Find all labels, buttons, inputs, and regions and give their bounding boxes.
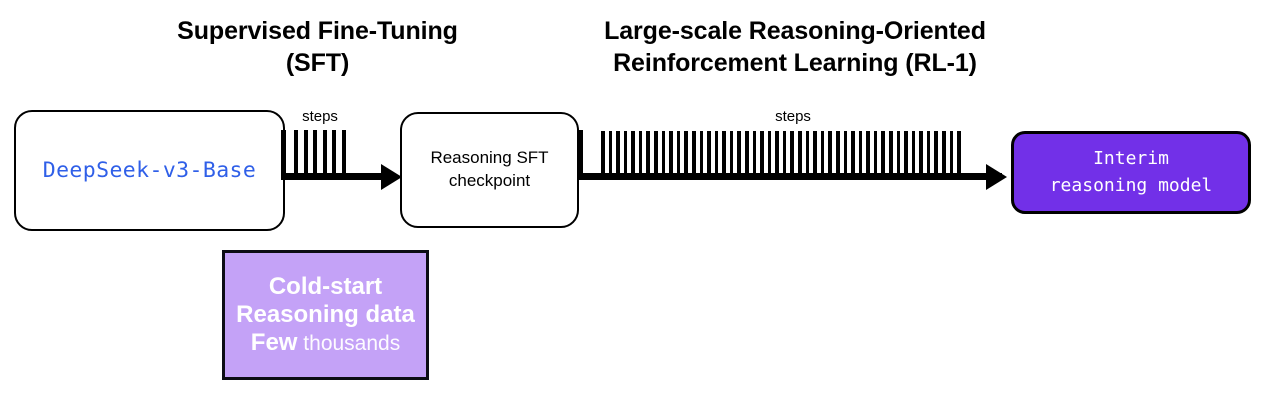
step-tick	[926, 131, 931, 176]
stage-heading-sft: Supervised Fine-Tuning (SFT)	[177, 17, 458, 77]
node-deepseek-v3-base: DeepSeek-v3-Base	[14, 110, 285, 231]
step-tick	[623, 131, 628, 176]
step-tick	[631, 131, 635, 176]
cold-start-line-3-weak: thousands	[297, 332, 401, 356]
step-tick	[303, 130, 308, 176]
step-tick	[616, 131, 620, 176]
step-tick	[790, 131, 795, 176]
step-tick	[957, 131, 961, 176]
step-tick	[638, 131, 643, 176]
step-tick	[866, 131, 870, 176]
rl-step-ticks	[601, 131, 961, 176]
step-tick	[714, 131, 719, 176]
step-tick	[752, 131, 757, 176]
step-tick	[911, 131, 916, 176]
step-tick	[873, 131, 878, 176]
step-tick	[858, 131, 863, 176]
step-tick	[904, 131, 908, 176]
step-tick	[691, 131, 696, 176]
rl-arrow-shaft	[578, 173, 1002, 180]
step-tick	[332, 130, 337, 176]
sft-arrow-shaft	[281, 173, 393, 180]
step-tick	[341, 130, 346, 176]
step-tick	[669, 131, 673, 176]
step-tick	[813, 131, 817, 176]
step-tick	[798, 131, 802, 176]
step-tick	[851, 131, 855, 176]
node-reasoning-sft-checkpoint-label: Reasoning SFT checkpoint	[430, 148, 549, 190]
rl-steps-label: steps	[775, 108, 811, 125]
node-deepseek-v3-base-label: DeepSeek-v3-Base	[42, 158, 257, 183]
sft-arrow-head-icon	[381, 163, 402, 190]
step-tick	[888, 131, 893, 176]
node-cold-start-reasoning-data: Cold-start Reasoning data Few thousands	[222, 250, 429, 380]
step-tick	[942, 131, 946, 176]
step-tick	[722, 131, 726, 176]
step-tick	[934, 131, 939, 176]
rl-arrow-head-icon	[986, 163, 1007, 190]
cold-start-line-1: Cold-start	[268, 272, 383, 300]
step-tick	[767, 131, 772, 176]
step-tick	[805, 131, 810, 176]
step-tick	[322, 130, 327, 176]
step-tick	[676, 131, 681, 176]
step-tick	[729, 131, 734, 176]
cold-start-line-3-strong: Few	[250, 329, 298, 357]
step-tick	[737, 131, 741, 176]
cold-start-line-3: Few thousands	[251, 329, 400, 357]
step-tick	[294, 130, 298, 176]
node-interim-reasoning-model: Interim reasoning model	[1011, 131, 1251, 214]
step-tick	[601, 131, 605, 176]
step-tick	[843, 131, 848, 176]
step-tick	[684, 131, 688, 176]
sft-arrow-riser	[281, 130, 286, 176]
step-tick	[313, 130, 318, 176]
node-interim-reasoning-model-label: Interim reasoning model	[1049, 148, 1213, 196]
step-tick	[608, 131, 613, 176]
step-tick	[654, 131, 658, 176]
step-tick	[820, 131, 825, 176]
sft-steps-label: steps	[302, 108, 338, 125]
step-tick	[828, 131, 832, 176]
step-tick	[661, 131, 666, 176]
step-tick	[835, 131, 840, 176]
step-tick	[881, 131, 885, 176]
node-reasoning-sft-checkpoint: Reasoning SFT checkpoint	[400, 112, 579, 228]
step-tick	[896, 131, 901, 176]
step-tick	[775, 131, 779, 176]
step-tick	[782, 131, 787, 176]
stage-heading-rl1: Large-scale Reasoning-Oriented Reinforce…	[604, 17, 986, 77]
step-tick	[919, 131, 923, 176]
step-tick	[699, 131, 704, 176]
step-tick	[760, 131, 764, 176]
rl-arrow-riser	[578, 130, 583, 176]
step-tick	[744, 131, 749, 176]
sft-step-ticks	[294, 130, 346, 176]
step-tick	[707, 131, 711, 176]
step-tick	[949, 131, 954, 176]
cold-start-line-2: Reasoning data	[236, 300, 415, 328]
step-tick	[646, 131, 651, 176]
